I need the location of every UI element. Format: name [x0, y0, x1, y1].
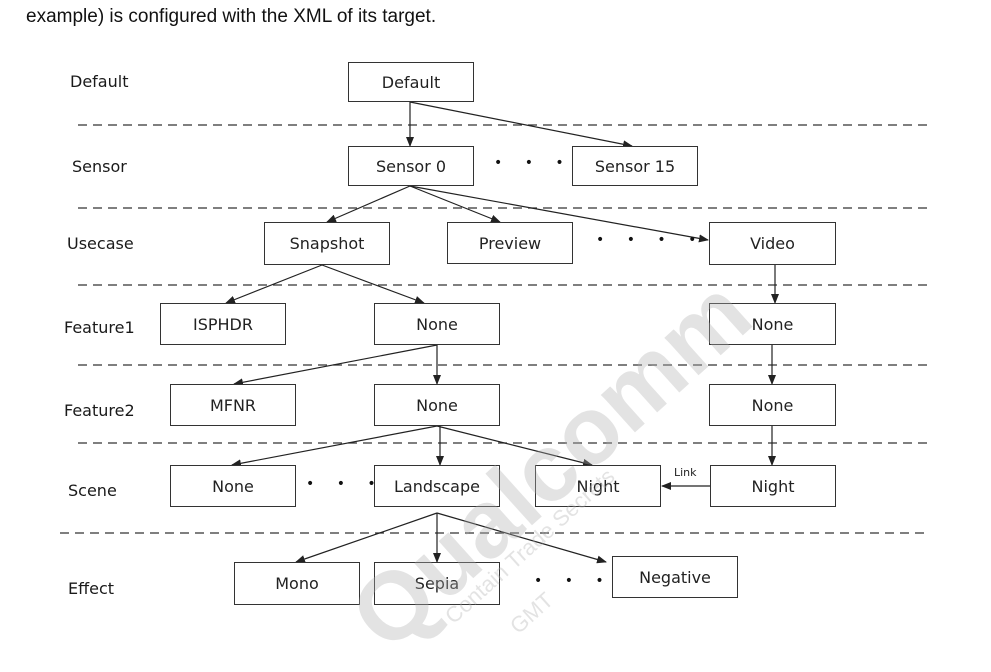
node-default: Default [348, 62, 474, 102]
node-mfnr: MFNR [170, 384, 296, 426]
edge-snapshot-none [321, 264, 425, 304]
edge-sensor0-video [409, 185, 709, 243]
edge-sensor0-preview [409, 185, 501, 223]
level-label-effect: Effect [68, 579, 115, 598]
node-scene-none: None [170, 465, 296, 507]
edge-f2none-night [436, 425, 593, 467]
node-video-night: Night [710, 465, 836, 507]
edge-f1none-mfnr [233, 344, 438, 387]
level-label-scene: Scene [68, 481, 117, 500]
diagram-connectors [60, 101, 930, 564]
node-isphdr: ISPHDR [160, 303, 286, 345]
node-night: Night [535, 465, 661, 507]
node-sepia: Sepia [374, 562, 500, 605]
node-feature2-none: None [374, 384, 500, 426]
level-label-sensor: Sensor [72, 157, 127, 176]
ellipsis-effect: • • • • [534, 573, 644, 589]
node-preview: Preview [447, 222, 573, 264]
node-video-feature2-none: None [709, 384, 836, 426]
edge-snapshot-isphdr [225, 264, 323, 304]
node-video-feature1-none: None [709, 303, 836, 345]
intro-text: example) is configured with the XML of i… [26, 6, 437, 27]
level-label-feature2: Feature2 [64, 401, 135, 420]
node-feature1-none: None [374, 303, 500, 345]
node-sensor-15: Sensor 15 [572, 146, 698, 186]
level-label-feature1: Feature1 [64, 318, 135, 337]
edge-f2none-scenenone [231, 425, 438, 468]
node-sensor-0: Sensor 0 [348, 146, 474, 186]
node-mono: Mono [234, 562, 360, 605]
edges [225, 101, 779, 564]
edge-sensor0-snapshot [326, 185, 411, 223]
level-label-usecase: Usecase [67, 234, 134, 253]
node-negative: Negative [612, 556, 738, 598]
node-snapshot: Snapshot [264, 222, 390, 265]
edge-landscape-mono [295, 512, 438, 563]
node-video: Video [709, 222, 836, 265]
edge-default-sensor15 [409, 101, 633, 149]
edge-landscape-negative [436, 512, 607, 564]
link-label: Link [674, 466, 697, 479]
ellipsis-sensor: • • • • [494, 155, 604, 171]
node-landscape: Landscape [374, 465, 500, 507]
ellipsis-usecase: • • • • [596, 232, 706, 248]
level-label-default: Default [70, 72, 129, 91]
